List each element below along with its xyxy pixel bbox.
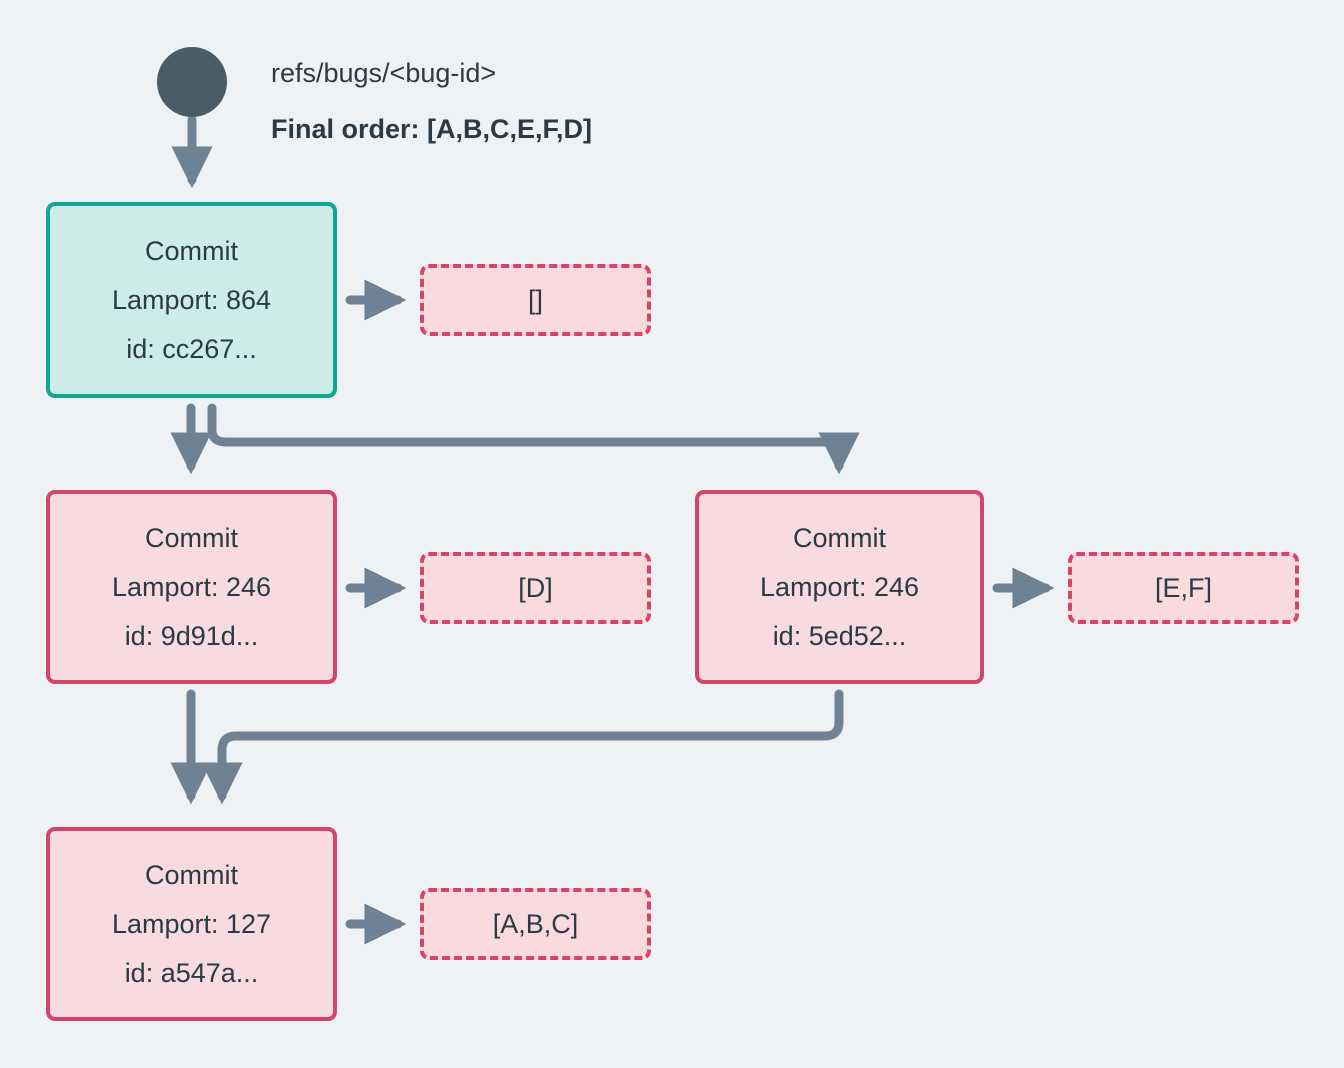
- oplist-box-a547a: [A,B,C]: [420, 888, 651, 960]
- commit-node-a547a[interactable]: Commit Lamport: 127 id: a547a...: [46, 827, 337, 1021]
- oplist-label: [A,B,C]: [492, 908, 579, 939]
- commit-lamport: Lamport: 864: [111, 284, 272, 315]
- commit-id: id: cc267...: [126, 333, 257, 364]
- commit-id: id: a547a...: [124, 957, 259, 988]
- commit-title: Commit: [145, 522, 238, 553]
- commit-lamport: Lamport: 127: [111, 908, 272, 939]
- edge-cc267-to-5ed52: [207, 403, 860, 475]
- oplist-label: [D]: [518, 572, 553, 603]
- branch-ref-label: refs/bugs/<bug-id>: [271, 58, 497, 88]
- commit-lamport: Lamport: 246: [759, 571, 920, 602]
- commit-node-cc267[interactable]: Commit Lamport: 864 id: cc267...: [46, 202, 337, 398]
- commit-id: id: 5ed52...: [772, 620, 907, 651]
- branch-root-circle-icon: [157, 47, 227, 117]
- oplist-label: []: [527, 284, 543, 315]
- edge-5ed52-to-a547a: [201, 689, 844, 805]
- commit-id: id: 9d91d...: [124, 620, 259, 651]
- oplist-box-9d91d: [D]: [420, 552, 651, 624]
- oplist-box-5ed52: [E,F]: [1068, 552, 1299, 624]
- commit-title: Commit: [145, 859, 238, 890]
- commit-lamport: Lamport: 246: [111, 571, 272, 602]
- oplist-box-cc267: []: [420, 264, 651, 336]
- oplist-label: [E,F]: [1154, 572, 1212, 603]
- commit-title: Commit: [793, 522, 886, 553]
- commit-node-5ed52[interactable]: Commit Lamport: 246 id: 5ed52...: [695, 490, 984, 684]
- commit-title: Commit: [145, 235, 238, 266]
- final-order-label: Final order: [A,B,C,E,F,D]: [271, 114, 593, 144]
- commit-node-9d91d[interactable]: Commit Lamport: 246 id: 9d91d...: [46, 490, 337, 684]
